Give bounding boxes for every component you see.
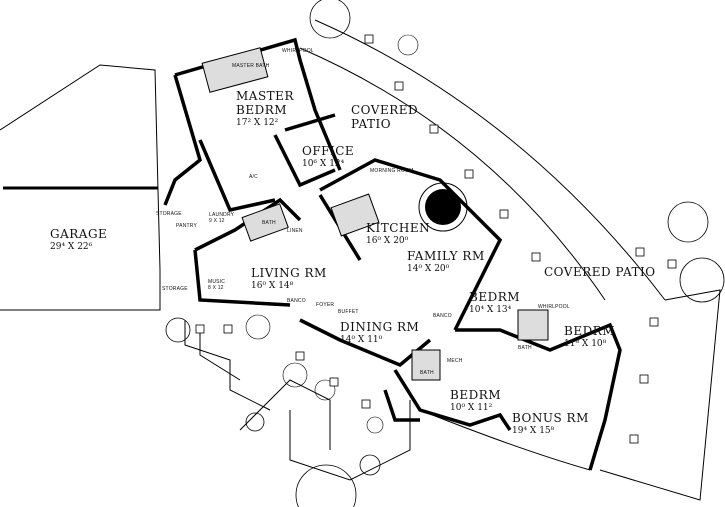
office-room: OFFICE 10⁶ X 12⁴: [302, 144, 355, 169]
bonus-room: BONUS RM 19⁴ X 15⁸: [512, 411, 589, 436]
mech-label: MECH: [447, 358, 463, 364]
bath-1-label: BATH: [262, 220, 276, 226]
covered-patio-top-label-2: PATIO: [351, 116, 392, 131]
linen-label: LINEN: [287, 228, 303, 234]
master-bedroom-label: MASTER: [236, 89, 294, 103]
master-bedroom-size: 17² X 12²: [236, 117, 279, 128]
living-room-label: LIVING RM: [251, 266, 327, 280]
buffet-label: BUFFET: [338, 309, 359, 315]
office-label: OFFICE: [302, 144, 355, 158]
bedroom-2: BEDRM 11⁸ X 10⁸: [564, 324, 616, 349]
kitchen-label: KITCHEN: [366, 221, 431, 235]
storage-1-label: STORAGE: [156, 211, 182, 217]
kitchen-room: KITCHEN 16⁰ X 20⁰: [366, 221, 431, 246]
office-size: 10⁶ X 12⁴: [302, 158, 345, 169]
bedroom-3-label: BEDRM: [450, 388, 502, 402]
ac-label: A/C: [249, 174, 258, 180]
bath-3-label: BATH: [518, 345, 532, 351]
bonus-room-label: BONUS RM: [512, 411, 589, 425]
banco-1-label: BANCO: [287, 298, 306, 304]
laundry-room: LAUNDRY 9 X 12: [209, 212, 235, 225]
bonus-room-size: 19⁴ X 15⁸: [512, 425, 555, 436]
tree-icons: [165, 0, 725, 507]
living-room: LIVING RM 16⁰ X 14⁸: [251, 266, 327, 291]
covered-patio-top-label: COVERED: [351, 103, 419, 117]
covered-patio-right: COVERED PATIO: [544, 265, 656, 280]
bedroom-1-size: 10⁴ X 13⁴: [469, 304, 512, 315]
pantry-label: PANTRY: [176, 223, 198, 229]
master-bedroom-room: MASTER BEDRM 17² X 12²: [236, 89, 294, 128]
patio-arc-outer: [314, 19, 666, 301]
family-room-size: 14⁰ X 20⁰: [407, 263, 450, 274]
bath-2-label: BATH: [420, 370, 434, 376]
tile-areas: [201, 47, 549, 381]
master-bedroom-label-2: BEDRM: [236, 102, 288, 117]
music-room: MUSIC 8 X 12: [208, 279, 226, 292]
dining-room-size: 14⁰ X 11⁰: [340, 334, 383, 345]
laundry-size: 9 X 12: [209, 217, 225, 224]
living-room-size: 16⁰ X 14⁸: [251, 280, 294, 291]
music-label: MUSIC: [208, 279, 226, 285]
plant-icons: [245, 34, 419, 434]
bedroom-2-label: BEDRM: [564, 324, 616, 338]
music-size: 8 X 12: [208, 284, 224, 291]
morning-room-label: MORNING ROOM: [370, 168, 414, 174]
bedroom-2-size: 11⁸ X 10⁸: [564, 338, 607, 349]
banco-2-label: BANCO: [433, 313, 452, 319]
family-room: FAMILY RM 14⁰ X 20⁰: [407, 249, 485, 274]
whirlpool-label: WHIRLPOOL: [282, 48, 314, 54]
bedroom-1: BEDRM 10⁴ X 13⁴: [469, 290, 521, 315]
covered-patio-top: COVERED PATIO: [351, 103, 419, 132]
bedroom-3: BEDRM 10⁰ X 11²: [450, 388, 502, 413]
fireplace-icon: [418, 182, 468, 232]
covered-patio-right-label: COVERED PATIO: [544, 265, 656, 279]
storage-2-label: STORAGE: [162, 286, 188, 292]
bedroom-1-label: BEDRM: [469, 290, 521, 304]
dining-room-label: DINING RM: [340, 320, 420, 334]
foyer-label: FOYER: [316, 302, 335, 308]
garage-size: 29⁴ X 22⁶: [50, 241, 93, 252]
laundry-label: LAUNDRY: [209, 212, 235, 218]
whirlpool-2-label: WHIRLPOOL: [538, 304, 570, 310]
family-room-label: FAMILY RM: [407, 249, 485, 263]
garage-room: GARAGE 29⁴ X 22⁶: [50, 227, 108, 252]
garage-label: GARAGE: [50, 227, 108, 241]
master-bath-label: MASTER BATH: [232, 63, 270, 69]
column-icons: [195, 34, 677, 444]
kitchen-size: 16⁰ X 20⁰: [366, 235, 409, 246]
garage-outline: [0, 64, 161, 311]
bedroom-3-size: 10⁰ X 11²: [450, 402, 493, 413]
dining-room: DINING RM 14⁰ X 11⁰: [340, 320, 420, 345]
